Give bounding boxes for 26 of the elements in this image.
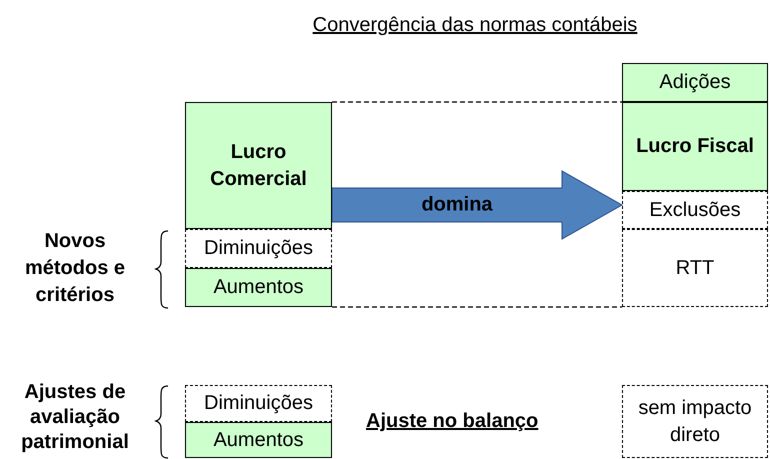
box-label: sem impacto direto xyxy=(637,396,753,448)
account-box xyxy=(185,422,332,458)
box-label: Diminuições xyxy=(204,391,313,416)
group-label: Novos métodos e critérios xyxy=(24,229,126,308)
edge-label: domina xyxy=(421,194,493,216)
box-label: Adições xyxy=(659,70,731,95)
box-label: RTT xyxy=(676,256,714,280)
title: Convergência das normas contábeis xyxy=(312,14,638,37)
account-box xyxy=(622,102,768,191)
box-label: Lucro Fiscal xyxy=(636,134,754,159)
dashed-box xyxy=(622,385,768,458)
box-label: Aumentos xyxy=(213,428,304,452)
dashed-box xyxy=(622,191,768,229)
dashed-box xyxy=(622,229,768,307)
group-label: Ajustes de avaliação patrimonial xyxy=(20,380,130,455)
box-label: Exclusões xyxy=(649,198,741,222)
account-box xyxy=(185,102,332,229)
account-box xyxy=(185,268,332,307)
box-label: Aumentos xyxy=(213,275,304,300)
dashed-line xyxy=(332,306,622,308)
box-label: Lucro Comercial xyxy=(209,140,308,192)
box-label: Diminuições xyxy=(204,236,313,261)
account-box xyxy=(622,63,768,102)
block-arrow xyxy=(332,170,624,240)
dashed-line xyxy=(332,101,622,103)
section-label: Ajuste no balanço xyxy=(366,410,538,433)
